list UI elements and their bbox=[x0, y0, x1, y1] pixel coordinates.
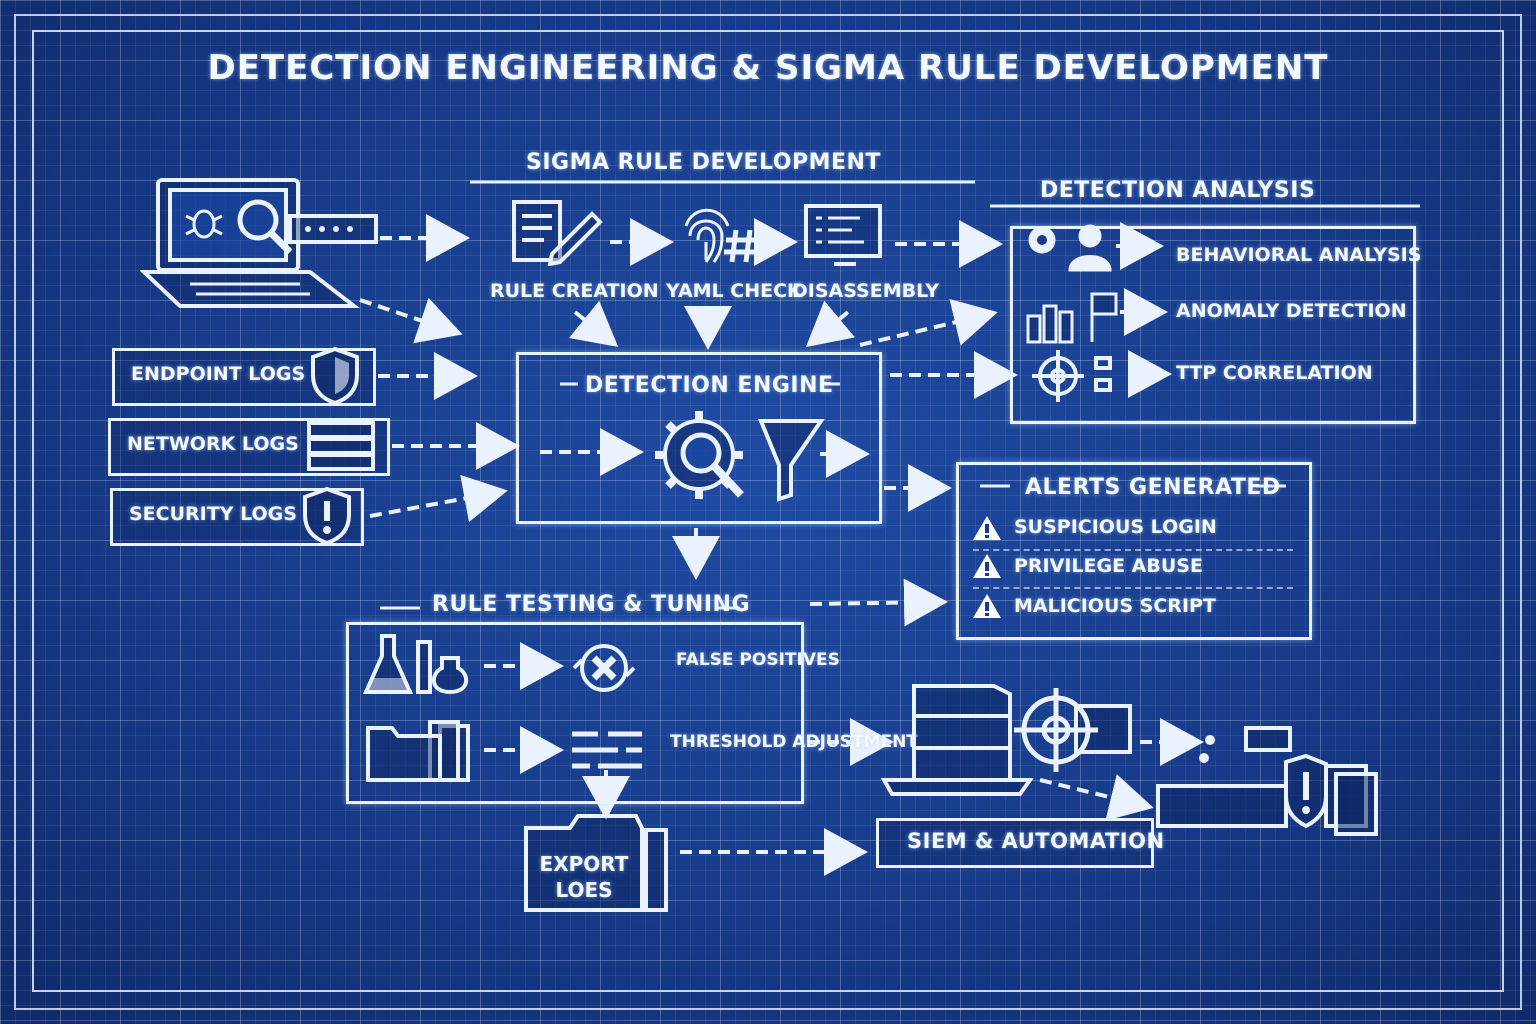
arrow-testing-to-alerts bbox=[809, 578, 948, 627]
engine-heading: DETECTION ENGINE bbox=[585, 373, 834, 398]
testing-false-positives: FALSE POSITIVES bbox=[676, 650, 840, 670]
source-network-logs: NETWORK LOGS bbox=[108, 418, 390, 476]
inner-frame bbox=[32, 30, 1504, 992]
sigma-heading: SIGMA RULE DEVELOPMENT bbox=[526, 150, 881, 175]
monitor-code-icon bbox=[804, 204, 882, 266]
arrow-disassembly-down bbox=[805, 300, 856, 348]
arrow-engine-to-anomaly bbox=[859, 299, 998, 347]
shield-icon bbox=[311, 346, 359, 406]
lab-flask-icon bbox=[362, 634, 469, 695]
analysis-heading: DETECTION ANALYSIS bbox=[1040, 178, 1316, 203]
export-label-2: LOES bbox=[555, 878, 613, 902]
gear-magnifier-funnel-icon bbox=[655, 411, 825, 502]
folders-icon bbox=[366, 720, 470, 782]
siem-box: SIEM & AUTOMATION bbox=[876, 818, 1164, 868]
siem-label: SIEM & AUTOMATION bbox=[907, 829, 1165, 853]
analysis-anomaly: ANOMALY DETECTION bbox=[1176, 300, 1407, 322]
analysis-behavioral: BEHAVIORAL ANALYSIS bbox=[1176, 244, 1422, 266]
siem-server-target-icon bbox=[880, 684, 1132, 796]
source-label: ENDPOINT LOGS bbox=[131, 363, 306, 385]
alerts-heading: ALERTS GENERATED bbox=[1025, 475, 1281, 500]
detection-engine-box: DETECTION ENGINE bbox=[516, 352, 882, 524]
arrow-security-to-engine bbox=[369, 474, 508, 523]
step-rule-creation: RULE CREATION bbox=[490, 280, 659, 302]
analysis-box bbox=[1010, 226, 1416, 424]
alert-malicious-script: MALICIOUS SCRIPT bbox=[1014, 595, 1216, 617]
fingerprint-hash-icon bbox=[684, 208, 760, 263]
threshold-sliders-icon bbox=[572, 731, 642, 769]
laptop-icon bbox=[140, 178, 378, 308]
page-title: DETECTION ENGINEERING & SIGMA RULE DEVEL… bbox=[207, 48, 1329, 88]
alert-triangle-icons bbox=[973, 516, 1001, 618]
arrow-laptop-to-engine bbox=[359, 297, 463, 344]
testing-threshold: THRESHOLD ADJUSTMENT bbox=[670, 732, 918, 753]
bar-chart-flag-icon bbox=[1026, 292, 1118, 344]
document-edit-icon bbox=[512, 200, 603, 266]
testing-box bbox=[346, 622, 804, 804]
shield-alert-icon bbox=[303, 486, 351, 546]
alerts-box: ALERTS GENERATED bbox=[956, 462, 1312, 640]
source-endpoint-logs: ENDPOINT LOGS bbox=[112, 346, 376, 406]
arrow-rule-down bbox=[568, 300, 619, 348]
automation-pipeline-icon bbox=[1156, 726, 1378, 836]
server-icon bbox=[307, 421, 375, 471]
export-label-1: EXPORT bbox=[539, 852, 629, 876]
testing-heading: RULE TESTING & TUNING bbox=[432, 592, 750, 617]
analysis-ttp: TTP CORRELATION bbox=[1176, 362, 1373, 384]
alert-privilege-abuse: PRIVILEGE ABUSE bbox=[1014, 555, 1203, 577]
outer-frame bbox=[14, 14, 1522, 1010]
crosshair-icon bbox=[1032, 350, 1112, 402]
source-label: NETWORK LOGS bbox=[127, 433, 299, 455]
step-disassembly: DISASSEMBLY bbox=[792, 280, 940, 302]
export-folder-icon bbox=[524, 814, 668, 912]
false-positive-x-icon bbox=[572, 644, 636, 692]
source-security-logs: SECURITY LOGS bbox=[110, 486, 364, 546]
source-label: SECURITY LOGS bbox=[129, 503, 297, 525]
gear-user-icon bbox=[1028, 224, 1112, 272]
alert-suspicious-login: SUSPICIOUS LOGIN bbox=[1014, 516, 1217, 538]
step-yaml-check: YAML CHECK bbox=[666, 280, 802, 302]
